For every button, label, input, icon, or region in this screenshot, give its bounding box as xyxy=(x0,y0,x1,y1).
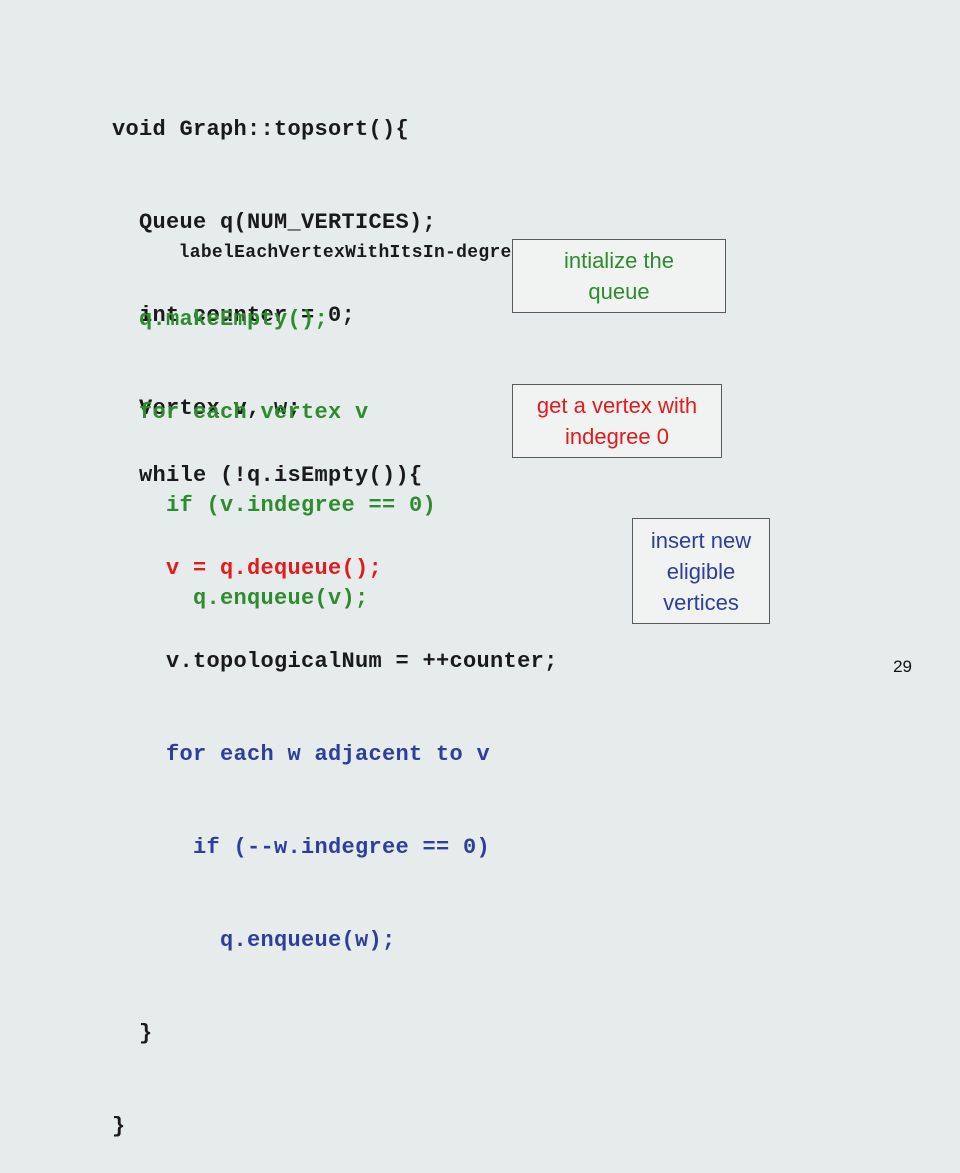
code-line: void Graph::topsort(){ xyxy=(112,117,410,142)
page-number: 29 xyxy=(893,657,912,676)
code-line: Queue q(NUM_VERTICES); xyxy=(112,210,437,235)
code-line: for each w adjacent to v xyxy=(112,742,491,767)
note-initialize-queue: intialize the queue xyxy=(512,239,726,313)
code-line: if (--w.indegree == 0) xyxy=(112,835,491,860)
code-line: } xyxy=(112,1114,126,1139)
code-line: labelEachVertexWithItsIn-degree(); xyxy=(112,243,557,263)
code-while-block: while (!q.isEmpty()){ v = q.dequeue(); v… xyxy=(112,398,558,1173)
code-line: } xyxy=(112,1021,153,1046)
code-line-dequeue: v = q.dequeue(); xyxy=(112,556,383,581)
code-label-line: labelEachVertexWithItsIn-degree(); xyxy=(112,176,556,300)
note-get-vertex: get a vertex with indegree 0 xyxy=(512,384,722,458)
code-line: while (!q.isEmpty()){ xyxy=(112,463,423,488)
code-line: v.topologicalNum = ++counter; xyxy=(112,649,558,674)
code-line: q.enqueue(w); xyxy=(112,928,396,953)
code-line: Vertex v, w; xyxy=(112,396,302,421)
code-line: q.enqueue(v); xyxy=(112,586,369,611)
code-header: void Graph::topsort(){ Queue q(NUM_VERTI… xyxy=(112,52,436,455)
note-insert-vertices: insert new eligible vertices xyxy=(632,518,770,624)
code-line: for each vertex v xyxy=(112,400,369,425)
code-line: if (v.indegree == 0) xyxy=(112,493,437,518)
code-init-block: q.makeEmpty(); for each vertex v if (v.i… xyxy=(112,242,436,645)
code-line: int counter = 0; xyxy=(112,303,356,328)
code-line: q.makeEmpty(); xyxy=(112,307,329,332)
